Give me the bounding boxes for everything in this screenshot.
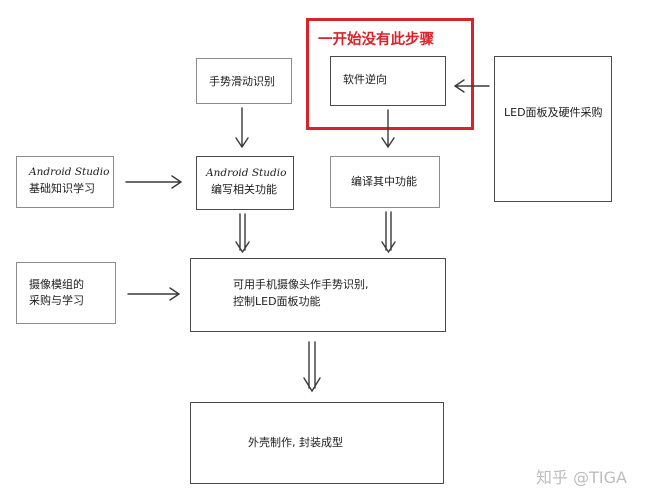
arrow-write-to-main [235, 213, 250, 254]
highlight-label: 一开始没有此步骤 [318, 32, 434, 48]
arrow-gesture-to-write [235, 107, 249, 149]
box-camera-line1: 摄像模组的 [29, 278, 84, 291]
arrow-main-to-shell [303, 341, 321, 393]
box-reverse-label: 软件逆向 [343, 73, 387, 86]
box-as-write-line1: Android Studio [206, 167, 287, 179]
box-shell-label: 外壳制作, 封装成型 [248, 436, 343, 449]
box-main: 可用手机摄像头作手势识别, 控制LED面板功能 [190, 258, 446, 332]
box-camera: 摄像模组的 采购与学习 [16, 262, 116, 324]
box-led-label: LED面板及硬件采购 [504, 106, 603, 119]
arrow-led-to-reverse [453, 79, 490, 93]
box-compile: 编译其中功能 [330, 156, 440, 208]
box-main-line2: 控制LED面板功能 [233, 295, 321, 308]
box-gesture-slide: 手势滑动识别 [196, 58, 292, 104]
box-as-basic-line2: 基础知识学习 [29, 182, 95, 195]
highlight-frame [306, 18, 474, 130]
watermark: 知乎 @TIGA [536, 468, 627, 487]
box-gesture-slide-label: 手势滑动识别 [209, 75, 275, 88]
box-as-write-line2: 编写相关功能 [211, 183, 277, 196]
arrow-compile-to-main [381, 211, 396, 254]
box-camera-line2: 采购与学习 [29, 294, 84, 307]
box-reverse: 软件逆向 [330, 56, 446, 106]
box-as-basic: Android Studio 基础知识学习 [16, 156, 114, 208]
box-as-write: Android Studio 编写相关功能 [196, 156, 294, 210]
box-as-basic-line1: Android Studio [29, 166, 110, 178]
box-main-line1: 可用手机摄像头作手势识别, [233, 278, 369, 291]
box-compile-label: 编译其中功能 [351, 175, 417, 188]
box-led: LED面板及硬件采购 [494, 56, 612, 202]
arrow-basic-to-write [125, 175, 183, 189]
box-shell: 外壳制作, 封装成型 [190, 402, 444, 484]
arrow-camera-to-main [127, 287, 181, 301]
arrow-reverse-to-compile [381, 109, 395, 149]
